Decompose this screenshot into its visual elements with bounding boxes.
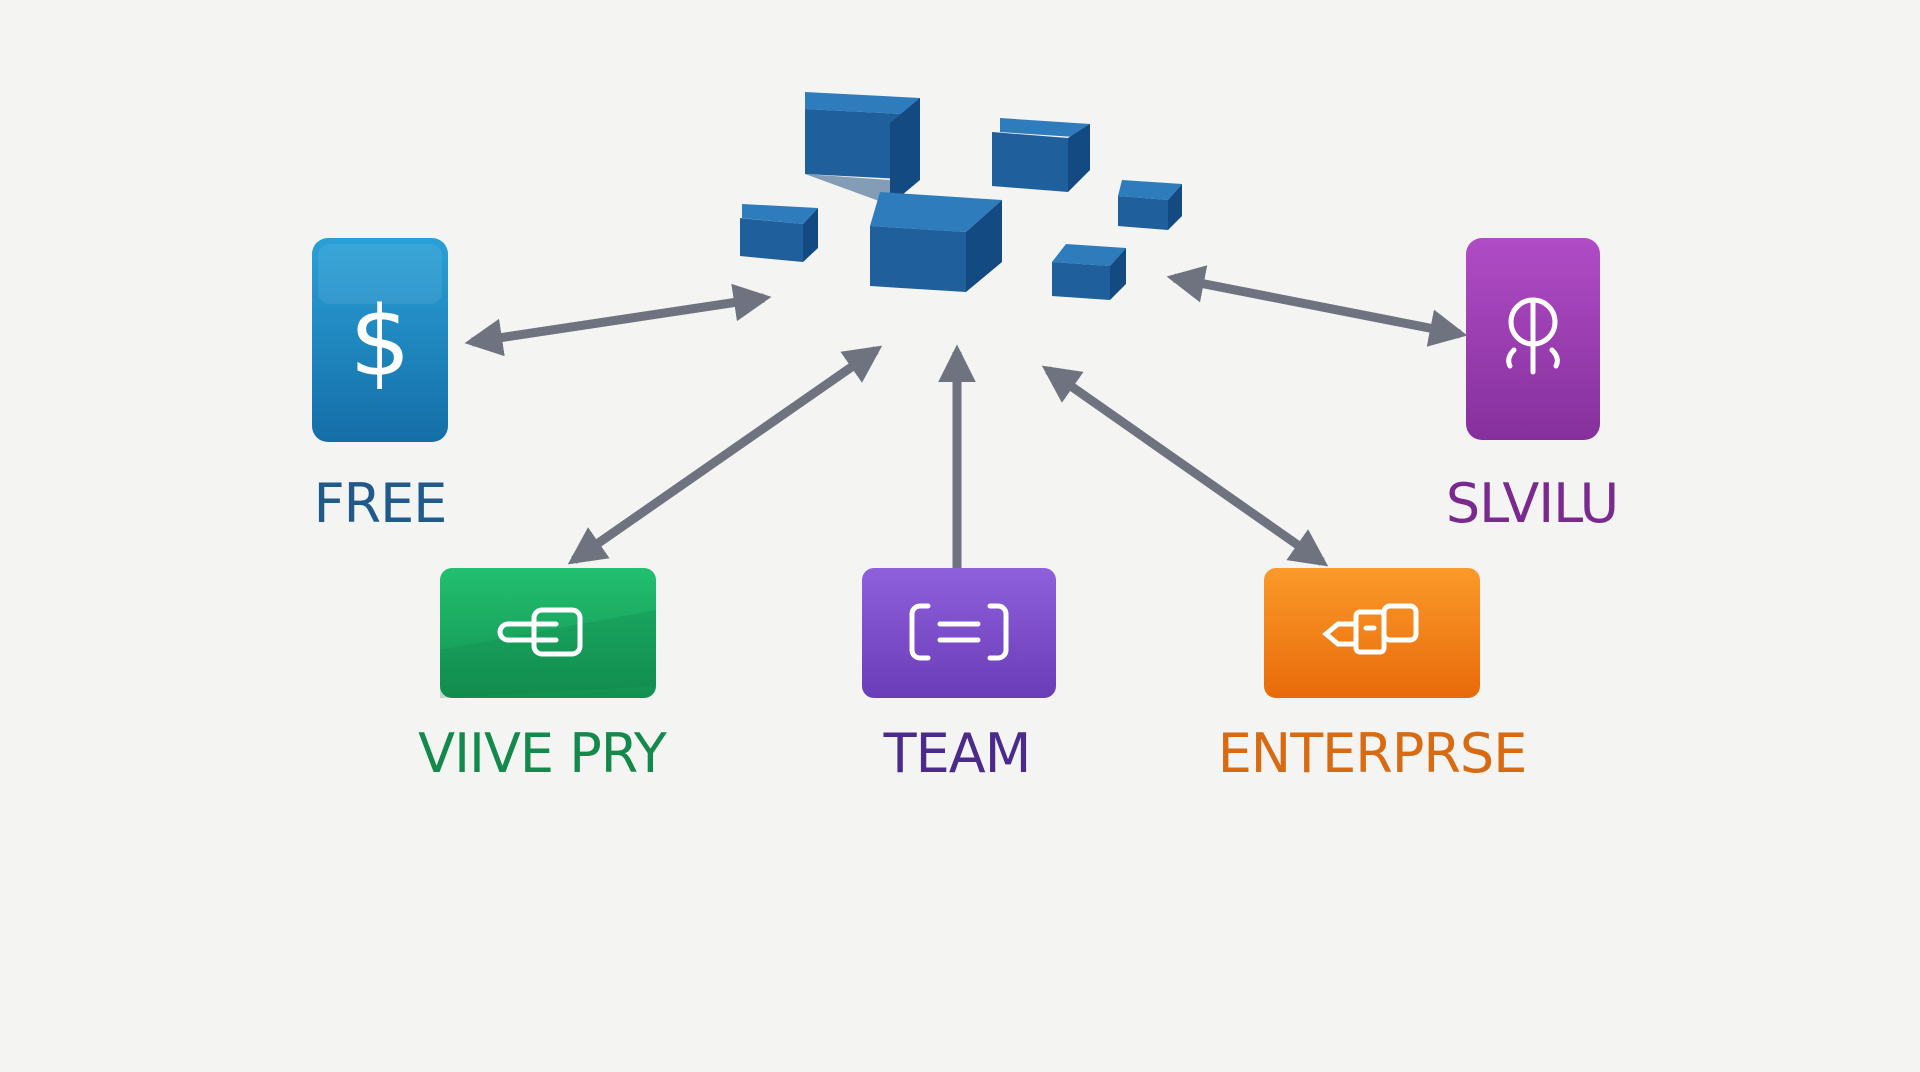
connectors	[464, 265, 1468, 568]
cube	[740, 204, 818, 262]
node-enterprise	[1264, 568, 1480, 698]
bracket-equals-icon	[909, 603, 1009, 661]
node-team	[862, 568, 1056, 698]
node-vlive-pry	[440, 568, 656, 698]
cube	[805, 92, 920, 205]
plug-icon	[497, 607, 583, 657]
node-slvilu	[1466, 238, 1600, 440]
connector-enterprise	[1041, 365, 1329, 567]
connector-slvilu	[1166, 265, 1468, 347]
label-enterprise: ENTERPRSE	[1217, 722, 1528, 785]
node-free: $	[312, 238, 448, 442]
connector-free	[464, 283, 772, 357]
stacked-cubes-icon	[740, 92, 1182, 300]
label-team: TEAM	[883, 722, 1032, 785]
label-slvilu: SLVILU	[1445, 472, 1619, 535]
pin-ring-icon	[1506, 297, 1560, 375]
label-free: FREE	[313, 472, 448, 535]
cube	[870, 192, 1002, 292]
label-vlive-pry: VIIVE PRY	[418, 722, 667, 785]
cube	[1052, 244, 1126, 300]
dollar-icon: $	[349, 286, 410, 398]
connector-icon	[1322, 603, 1419, 655]
connector-vlive-pry	[567, 345, 883, 565]
cube	[992, 118, 1090, 192]
cube	[1118, 180, 1182, 230]
